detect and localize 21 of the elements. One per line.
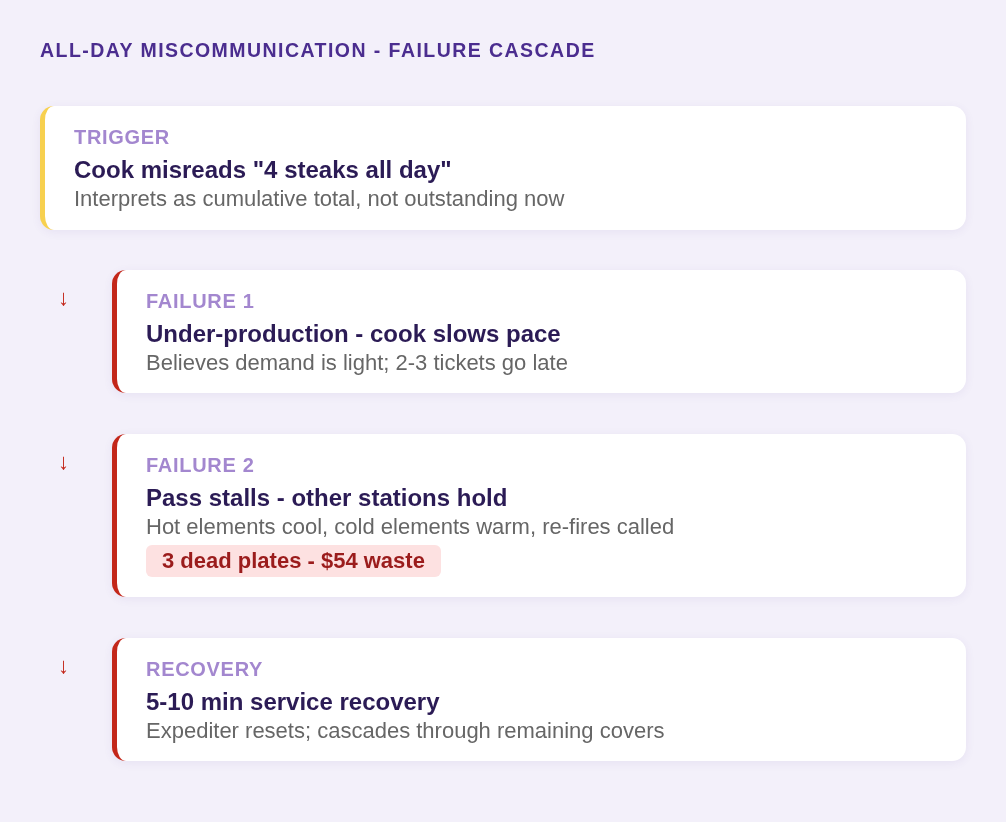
step-description: Hot elements cool, cold elements warm, re-fires called: [146, 514, 675, 540]
step-description: Believes demand is light; 2-3 tickets go late: [146, 350, 568, 376]
cascade-arrow: ↓: [58, 285, 69, 311]
cascade-arrow: ↓: [58, 653, 69, 679]
step-description: Expediter resets; cascades through remaining covers: [146, 718, 665, 744]
step-card: [112, 270, 966, 393]
step-heading: Cook misreads "4 steaks all day": [74, 156, 452, 184]
step-type-label: TRIGGER: [74, 126, 170, 148]
step-heading: Pass stalls - other stations hold: [146, 484, 508, 512]
cascade-arrow: ↓: [58, 449, 69, 475]
step-type-label: RECOVERY: [146, 658, 264, 680]
step-heading: Under-production - cook slows pace: [146, 320, 561, 348]
step-card: [112, 638, 966, 761]
step-type-label: FAILURE 2: [146, 454, 255, 476]
step-type-label: FAILURE 1: [146, 290, 255, 312]
diagram-title: ALL-DAY MISCOMMUNICATION - FAILURE CASCADE: [40, 38, 596, 62]
step-card: [112, 434, 966, 597]
step-card: [40, 106, 966, 230]
waste-callout: 3 dead plates - $54 waste: [146, 545, 441, 577]
step-description: Interprets as cumulative total, not outstanding now: [74, 186, 565, 212]
step-heading: 5-10 min service recovery: [146, 688, 440, 716]
